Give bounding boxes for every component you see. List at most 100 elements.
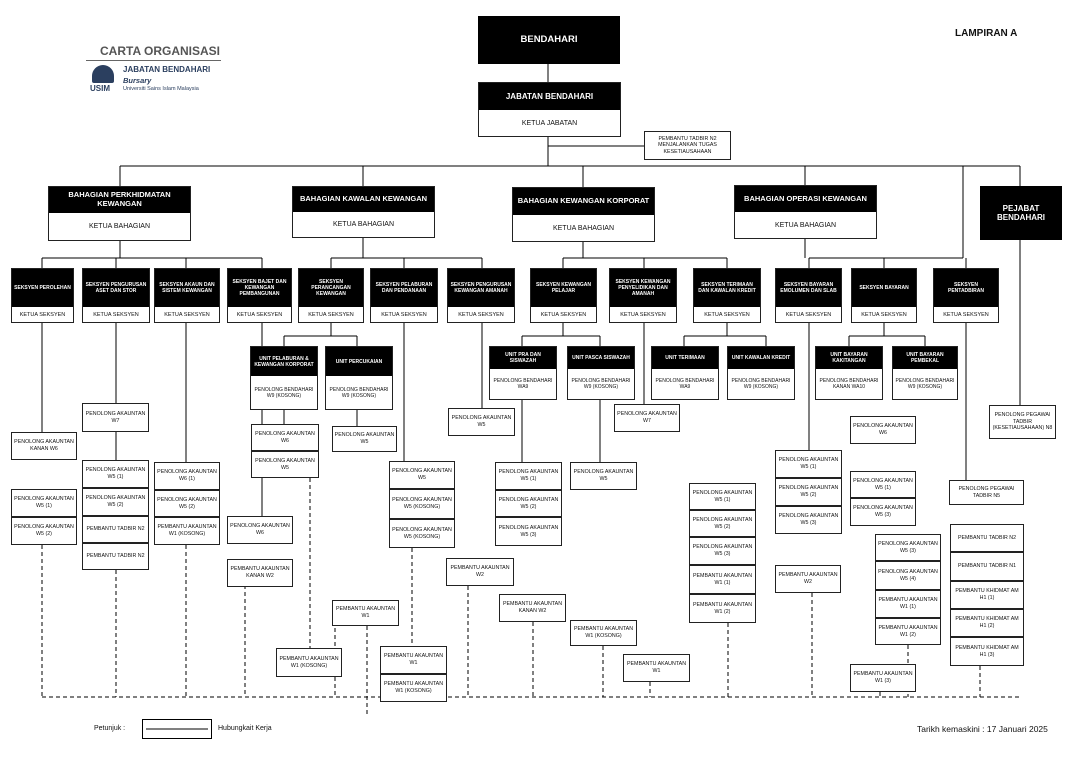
staff-box: PENOLONG AKAUNTAN W5 (570, 462, 637, 490)
seksyen-emolumen: SEKSYEN BAYARAN EMOLUMEN DAN SLAB KETUA … (775, 268, 842, 323)
staff-box: PENOLONG AKAUNTAN W5 (448, 408, 515, 436)
staff-box: PEMBANTU KHIDMAT AM H1 (2) (950, 609, 1024, 637)
staff-box: PEMBANTU AKAUNTAN W1 (KOSONG) (570, 620, 637, 646)
staff-box: PENOLONG AKAUNTAN W5 (1) (689, 483, 756, 510)
seksyen-sub: KETUA SEKSYEN (308, 311, 354, 318)
unit-kawalan-kredit: UNIT KAWALAN KREDIT PENOLONG BENDAHARI W… (727, 346, 795, 400)
staff-box: PEMBANTU AKAUNTAN W1 (332, 600, 399, 626)
staff-box: PENOLONG AKAUNTAN W5 (3) (689, 537, 756, 565)
staff-box: PEMBANTU AKAUNTAN W2 (775, 565, 841, 593)
staff-box: PEMBANTU TADBIR N2 (82, 516, 149, 543)
seksyen-title: SEKSYEN BAYARAN EMOLUMEN DAN SLAB (776, 269, 841, 307)
bendahari-box: BENDAHARI (478, 16, 620, 64)
seksyen-title: SEKSYEN PERANCANGAN KEWANGAN (299, 269, 363, 307)
seksyen-bajet: SEKSYEN BAJET DAN KEWANGAN PEMBANGUNAN K… (227, 268, 292, 323)
seksyen-pelaburan: SEKSYEN PELABURAN DAN PENDANAAN KETUA SE… (370, 268, 438, 323)
unit-sub: PENOLONG BENDAHARI W9 (KOSONG) (254, 386, 314, 399)
staff-box: PENOLONG AKAUNTAN W5 (3) (775, 506, 842, 534)
staff-box: PEMBANTU AKAUNTAN W1 (2) (689, 594, 756, 623)
seksyen-terimaan: SEKSYEN TERIMAAN DAN KAWALAN KREDIT KETU… (693, 268, 761, 323)
seksyen-akaun-sistem: SEKSYEN AKAUN DAN SISTEM KEWANGAN KETUA … (154, 268, 220, 323)
seksyen-amanah: SEKSYEN PENGURUSAN KEWANGAN AMANAH KETUA… (447, 268, 515, 323)
bahagian-kawalan-box: BAHAGIAN KAWALAN KEWANGAN KETUA BAHAGIAN (292, 186, 435, 238)
staff-box: PEMBANTU AKAUNTAN W1 (2) (875, 618, 941, 645)
bahagian-perkhidmatan-box: BAHAGIAN PERKHIDMATAN KEWANGAN KETUA BAH… (48, 186, 191, 241)
staff-box: PENOLONG PEGAWAI TADBIR N5 (949, 480, 1024, 505)
staff-box: PEMBANTU AKAUNTAN W1 (3) (850, 664, 916, 692)
seksyen-sub: KETUA SEKSYEN (19, 311, 66, 318)
staff-box: PENOLONG AKAUNTAN W5 (KOSONG) (389, 519, 455, 548)
staff-box: PENOLONG AKAUNTAN W5 (1) (82, 460, 149, 488)
seksyen-title: SEKSYEN PENGURUSAN KEWANGAN AMANAH (448, 269, 514, 307)
pejabat-box: PEJABAT BENDAHARI (980, 186, 1062, 240)
staff-box: PENOLONG AKAUNTAN W5 (2) (11, 517, 77, 545)
unit-sub: PENOLONG BENDAHARI W9 (KOSONG) (731, 378, 791, 390)
seksyen-title: SEKSYEN KEWANGAN PELAJAR (531, 269, 596, 307)
seksyen-sub: KETUA SEKSYEN (458, 311, 504, 318)
staff-box: PEMBANTU KHIDMAT AM H1 (1) (950, 581, 1024, 609)
bahagian-operasi-box: BAHAGIAN OPERASI KEWANGAN KETUA BAHAGIAN (734, 185, 877, 239)
staff-box: PENOLONG AKAUNTAN W5 (389, 461, 455, 489)
unit-sub: PENOLONG BENDAHARI W9 (KOSONG) (571, 378, 631, 390)
tadbir-n2-box: PEMBANTU TADBIR N2 MENJALANKAN TUGAS KES… (644, 131, 731, 160)
unit-title: UNIT BAYARAN PEMBEKAL (893, 347, 957, 369)
staff-box: PENOLONG AKAUNTAN W5 (1) (775, 450, 842, 478)
seksyen-perancangan: SEKSYEN PERANCANGAN KEWANGAN KETUA SEKSY… (298, 268, 364, 323)
staff-box: PENOLONG AKAUNTAN W6 (1) (154, 462, 220, 490)
unit-title: UNIT KAWALAN KREDIT (728, 347, 794, 369)
staff-box: PENOLONG AKAUNTAN W5 (2) (154, 490, 220, 517)
staff-box: PENOLONG AKAUNTAN W7 (82, 403, 149, 432)
seksyen-sub: KETUA SEKSYEN (943, 311, 989, 318)
logo-university: Universiti Sains Islam Malaysia (123, 86, 199, 92)
unit-title: UNIT BAYARAN KAKITANGAN (816, 347, 882, 369)
staff-box: PENOLONG AKAUNTAN W5 (3) (495, 517, 562, 546)
staff-box: PEMBANTU AKAUNTAN W1 (380, 646, 447, 674)
staff-box: PENOLONG AKAUNTAN W6 (251, 424, 319, 451)
seksyen-title: SEKSYEN PELABURAN DAN PENDANAAN (371, 269, 437, 307)
legend-sample-box (142, 719, 212, 739)
legend-text: Hubungkait Kerja (218, 725, 272, 732)
staff-box: PEMBANTU TADBIR N1 (950, 552, 1024, 581)
seksyen-title: SEKSYEN PENGURUSAN ASET DAN STOR (83, 269, 149, 307)
staff-box: PEMBANTU AKAUNTAN W1 (1) (875, 590, 941, 618)
staff-box: PEMBANTU TADBIR N2 (82, 543, 149, 570)
staff-box: PENOLONG AKAUNTAN W5 (1) (11, 489, 77, 517)
seksyen-title: SEKSYEN PEROLEHAN (12, 269, 73, 307)
unit-title: UNIT PASCA SISWAZAH (568, 347, 634, 369)
staff-box: PEMBANTU AKAUNTAN W1 (KOSONG) (276, 648, 342, 677)
seksyen-title: SEKSYEN PENTADBIRAN (934, 269, 998, 307)
page-title: CARTA ORGANISASI (100, 44, 220, 58)
seksyen-sub: KETUA SEKSYEN (540, 311, 587, 318)
bahagian-title: BAHAGIAN KAWALAN KEWANGAN (293, 187, 434, 212)
staff-box: PENOLONG AKAUNTAN W5 (3) (875, 534, 941, 561)
staff-box: PEMBANTU AKAUNTAN KANAN W2 (499, 594, 566, 622)
unit-sub: PENOLONG BENDAHARI WA9 (655, 378, 715, 390)
seksyen-title: SEKSYEN AKAUN DAN SISTEM KEWANGAN (155, 269, 219, 307)
seksyen-sub: KETUA SEKSYEN (620, 311, 666, 318)
staff-box: PEMBANTU AKAUNTAN W1 (KOSONG) (154, 517, 220, 545)
unit-sub: PENOLONG BENDAHARI W9 (KOSONG) (329, 386, 389, 399)
staff-box: PENOLONG AKAUNTAN W6 (227, 516, 293, 544)
unit-bayaran-pembekal: UNIT BAYARAN PEMBEKAL PENOLONG BENDAHARI… (892, 346, 958, 400)
seksyen-penyelidikan: SEKSYEN KEWANGAN PENYELIDIKAN DAN AMANAH… (609, 268, 677, 323)
bahagian-title: BAHAGIAN KEWANGAN KORPORAT (513, 188, 654, 215)
staff-box: PEMBANTU AKAUNTAN W1 (1) (689, 565, 756, 594)
staff-box: PENOLONG AKAUNTAN W5 (332, 426, 397, 452)
logo-emblem-icon (92, 65, 114, 83)
staff-box: PENOLONG AKAUNTAN KANAN W6 (11, 432, 77, 460)
unit-sub: PENOLONG BENDAHARI KANAN WA10 (819, 378, 879, 390)
seksyen-bayaran: SEKSYEN BAYARAN KETUA SEKSYEN (851, 268, 917, 323)
staff-box: PEMBANTU AKAUNTAN W1 (KOSONG) (380, 674, 447, 702)
bahagian-title: BAHAGIAN OPERASI KEWANGAN (735, 186, 876, 212)
seksyen-sub: KETUA SEKSYEN (236, 311, 283, 318)
unit-pelaburan: UNIT PELABURAN & KEWANGAN KORPORAT PENOL… (250, 346, 318, 410)
staff-box: PENOLONG AKAUNTAN W5 (2) (495, 490, 562, 517)
staff-box: PENOLONG AKAUNTAN W5 (1) (850, 471, 916, 498)
legend-label: Petunjuk : (94, 725, 126, 732)
jabatan-title: JABATAN BENDAHARI (479, 83, 620, 110)
logo-sub: Bursary (123, 76, 152, 85)
staff-box: PENOLONG AKAUNTAN W5 (2) (82, 488, 149, 516)
seksyen-sub: KETUA SEKSYEN (93, 311, 139, 318)
bahagian-sub: KETUA BAHAGIAN (552, 224, 615, 232)
seksyen-title: SEKSYEN KEWANGAN PENYELIDIKAN DAN AMANAH (610, 269, 676, 307)
